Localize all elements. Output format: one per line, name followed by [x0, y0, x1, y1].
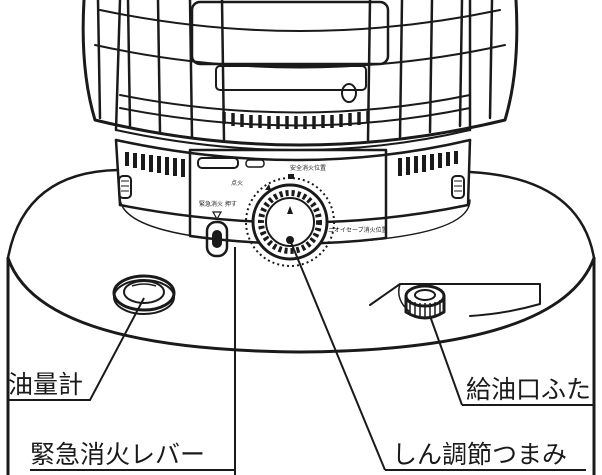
side-knob-left: [118, 175, 132, 199]
wick-knob-label: しん調節つまみ: [392, 440, 567, 469]
ignition-label: 点火: [231, 179, 243, 187]
fuel-cap[interactable]: [369, 283, 541, 320]
emergency-lever[interactable]: [205, 220, 229, 258]
leader-lines: [8, 239, 594, 475]
emergency-push-label: 緊急消火 押す: [199, 200, 237, 208]
fuel-cap-label: 給油口ふた: [466, 375, 591, 404]
safety-position-label: 安全消火位置: [290, 164, 326, 172]
oil-gauge: [112, 274, 176, 315]
front-window: [190, 0, 390, 129]
lower-vents-left: [125, 152, 185, 177]
lower-vents-right: [398, 151, 458, 176]
side-knob-right: [451, 175, 465, 199]
fuel-cap-leader-diagonal: [429, 315, 463, 406]
wire-guard: [81, 0, 519, 147]
emergency-lever-label: 緊急消火レバー: [30, 440, 205, 469]
lever-pointer-icon: [211, 211, 223, 221]
oil-gauge-leader: [8, 297, 145, 401]
odor-save-position-label: ニオイセーブ消火位置: [328, 226, 388, 234]
oil-gauge-label: 油量計: [8, 370, 83, 399]
wick-knob-leader: [289, 239, 386, 471]
wick-knob[interactable]: [245, 174, 335, 267]
